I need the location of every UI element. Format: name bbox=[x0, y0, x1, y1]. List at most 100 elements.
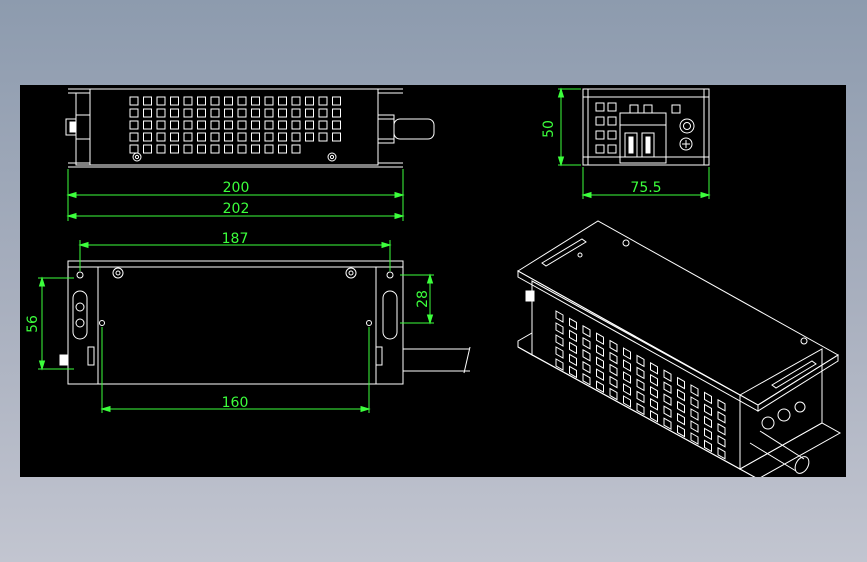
vent-opening bbox=[690, 432, 699, 445]
vent-opening bbox=[170, 108, 179, 118]
vent-opening bbox=[210, 132, 220, 142]
vent-opening bbox=[332, 96, 341, 106]
vent-opening bbox=[582, 348, 591, 362]
vent-opening bbox=[264, 108, 274, 118]
iso-top-slot bbox=[541, 238, 587, 267]
vent-opening bbox=[318, 108, 328, 118]
vent-opening bbox=[717, 446, 726, 460]
vent-opening bbox=[595, 130, 605, 140]
vent-opening bbox=[305, 120, 314, 130]
vent-opening bbox=[156, 108, 166, 118]
end-view-body bbox=[582, 88, 710, 166]
ground-icon bbox=[679, 137, 693, 151]
vent-opening bbox=[156, 120, 166, 130]
vent-opening bbox=[569, 341, 577, 355]
cad-drawing-viewport[interactable]: 200 202 50 75.5 bbox=[20, 85, 846, 477]
vent-opening bbox=[210, 120, 220, 130]
vent-opening bbox=[671, 104, 681, 114]
front-view bbox=[65, 88, 435, 168]
plate-mounting-hole bbox=[386, 271, 394, 279]
vent-opening bbox=[663, 393, 672, 407]
vent-opening bbox=[129, 144, 139, 154]
vent-opening bbox=[318, 120, 328, 130]
vent-opening bbox=[569, 317, 577, 331]
vent-opening bbox=[210, 96, 220, 106]
vent-opening bbox=[607, 116, 617, 126]
dim-slot-length: 28 bbox=[415, 290, 431, 308]
vent-opening bbox=[607, 102, 617, 112]
vent-opening bbox=[251, 144, 260, 154]
vent-opening bbox=[596, 380, 604, 394]
vent-opening bbox=[690, 396, 699, 409]
vent-opening bbox=[704, 415, 712, 429]
plate-screw bbox=[112, 267, 124, 279]
vent-opening bbox=[690, 384, 699, 397]
plate-view-dimensions bbox=[38, 240, 434, 413]
vent-opening bbox=[332, 108, 341, 118]
dim-bottom-hole-spacing: 160 bbox=[222, 395, 249, 411]
vent-opening bbox=[264, 132, 274, 142]
plate-slot bbox=[72, 290, 88, 340]
vent-opening bbox=[636, 390, 645, 404]
vent-opening bbox=[224, 96, 233, 106]
vent-opening bbox=[305, 132, 314, 142]
vent-opening bbox=[197, 120, 206, 130]
front-view-dimensions bbox=[66, 169, 405, 221]
vent-opening bbox=[224, 120, 233, 130]
vent-opening bbox=[595, 102, 605, 112]
vent-opening bbox=[129, 108, 139, 118]
iso-top-slot bbox=[771, 360, 817, 389]
vent-opening bbox=[704, 391, 712, 405]
vent-opening bbox=[278, 132, 287, 142]
vent-opening bbox=[224, 132, 233, 142]
vent-opening bbox=[143, 144, 152, 154]
vent-opening bbox=[318, 96, 328, 106]
vent-opening bbox=[156, 132, 166, 142]
vent-opening bbox=[197, 132, 206, 142]
vent-opening bbox=[170, 132, 179, 142]
vent-opening bbox=[582, 324, 591, 338]
iso-body-end bbox=[739, 348, 823, 470]
vent-opening bbox=[278, 144, 287, 154]
vent-opening bbox=[170, 144, 179, 154]
vent-opening bbox=[623, 371, 631, 384]
vent-opening bbox=[143, 96, 152, 106]
dim-front-body-length: 200 bbox=[223, 180, 250, 196]
vent-opening bbox=[629, 104, 639, 114]
front-view-screw bbox=[327, 152, 337, 162]
plate-view-outline bbox=[67, 260, 404, 385]
vent-opening bbox=[183, 96, 193, 106]
dim-end-width: 75.5 bbox=[630, 180, 661, 196]
vent-opening bbox=[704, 427, 712, 441]
vent-opening bbox=[143, 132, 152, 142]
plate-mounting-hole bbox=[366, 320, 372, 326]
plate-screw bbox=[345, 267, 357, 279]
vent-opening bbox=[278, 96, 287, 106]
vent-opening bbox=[264, 96, 274, 106]
vent-opening bbox=[596, 368, 604, 382]
vent-opening bbox=[569, 353, 577, 367]
dim-plate-hole-spacing: 187 bbox=[222, 231, 249, 247]
vent-opening bbox=[609, 387, 618, 401]
dim-end-height: 50 bbox=[541, 120, 557, 138]
vent-opening bbox=[129, 96, 139, 106]
vent-opening bbox=[237, 96, 247, 106]
vent-opening bbox=[595, 144, 605, 154]
vent-opening bbox=[609, 351, 618, 365]
vent-opening bbox=[677, 424, 685, 438]
vent-opening bbox=[143, 120, 152, 130]
vent-opening bbox=[183, 120, 193, 130]
vent-opening bbox=[197, 96, 206, 106]
front-view-screw bbox=[132, 152, 142, 162]
vent-opening bbox=[555, 334, 564, 347]
vent-opening bbox=[663, 417, 672, 431]
vent-opening bbox=[569, 329, 577, 343]
vent-opening bbox=[156, 144, 166, 154]
vent-opening bbox=[251, 96, 260, 106]
iso-body-front bbox=[531, 280, 741, 470]
vent-opening bbox=[555, 358, 564, 371]
vent-opening bbox=[636, 378, 645, 392]
dim-plate-height: 56 bbox=[25, 315, 41, 333]
vent-opening bbox=[183, 108, 193, 118]
vent-opening bbox=[582, 360, 591, 374]
